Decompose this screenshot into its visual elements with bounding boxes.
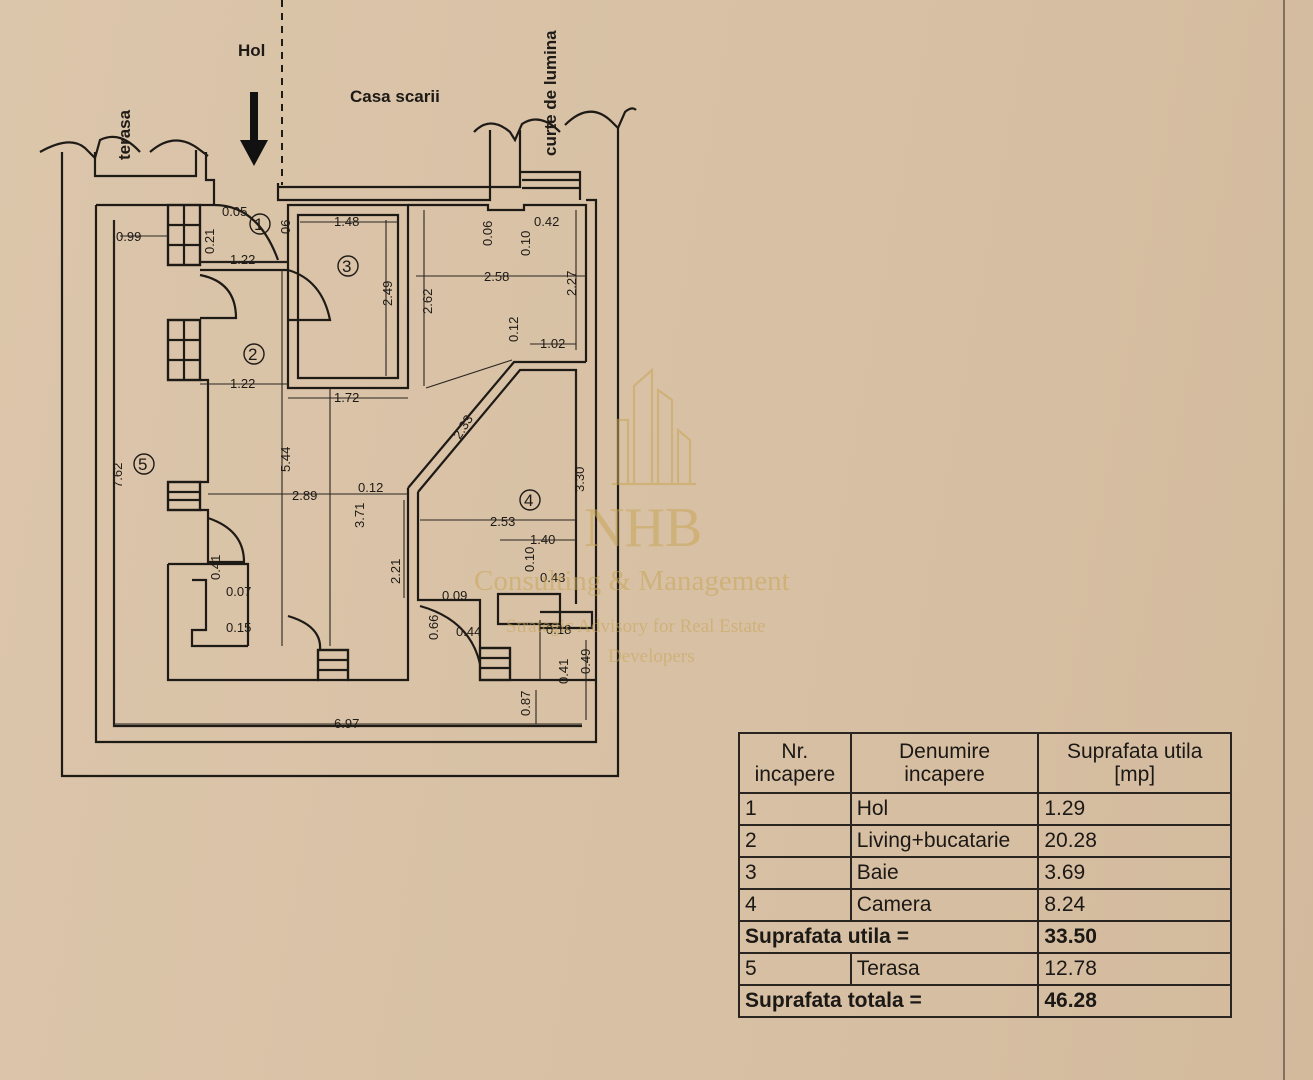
cell-name: Baie — [849, 856, 1040, 890]
dim-text: 0.12 — [506, 317, 521, 342]
dim-text: 0.41 — [208, 555, 223, 580]
cell-nr: 5 — [738, 952, 852, 986]
watermark-subtitle: Consulting & Management — [474, 565, 790, 597]
table-row: 4 Camera 8.24 — [738, 888, 1232, 922]
sheet-border-line — [1283, 0, 1285, 1080]
dim-text: 0.15 — [226, 620, 251, 635]
dim-text: 6.97 — [334, 716, 359, 731]
apartment-outer-wall — [94, 198, 598, 744]
dim-text: 1.22 — [230, 376, 255, 391]
cell-subtotal-label: Suprafata utila = — [737, 920, 1040, 954]
cell-area: 8.24 — [1037, 888, 1232, 922]
cell-area: 1.29 — [1037, 792, 1232, 826]
cell-name: Hol — [849, 792, 1040, 826]
dim-text: 0.07 — [226, 584, 251, 599]
table-header-row: Nr. incapere Denumire incapere Suprafata… — [738, 732, 1232, 794]
dim-text: 0.41 — [556, 659, 571, 684]
nhb-watermark: NHB Consulting & Management Strategic Ad… — [474, 367, 790, 667]
label-terasa: terasa — [115, 109, 134, 160]
dim-text: 5.44 — [278, 447, 293, 472]
dim-text: 0.87 — [518, 691, 533, 716]
building-logo-icon — [612, 367, 696, 486]
header-area: Suprafata utila [mp] — [1037, 732, 1232, 794]
dim-text: 0.18 — [546, 622, 571, 637]
table-row: 1 Hol 1.29 — [738, 792, 1232, 826]
dim-text: 2.53 — [490, 514, 515, 529]
dim-text: 2.27 — [564, 271, 579, 296]
cell-area: 3.69 — [1037, 856, 1232, 890]
room-marker-1: 1 — [254, 215, 263, 234]
dim-text: 2.21 — [388, 559, 403, 584]
dim-text: 0.06 — [480, 221, 495, 246]
table-row-subtotal: Suprafata utila = 33.50 — [737, 920, 1232, 954]
room-marker-2: 2 — [248, 345, 257, 364]
dim-text: 7.62 — [110, 463, 125, 488]
watermark-tagline: Strategic Advisory for Real Estate — [506, 616, 766, 637]
dim-text: 1.02 — [540, 336, 565, 351]
room-area-table: Nr. incapere Denumire incapere Suprafata… — [737, 732, 1232, 1018]
room-marker-3: 3 — [342, 257, 351, 276]
watermark-tagline-2: Developers — [608, 646, 695, 667]
dim-text: 3.30 — [572, 467, 587, 492]
dim-text: 0.10 — [518, 231, 533, 256]
table-row: 3 Baie 3.69 — [738, 856, 1232, 890]
room-marker-4: 4 — [524, 491, 533, 510]
cell-area: 20.28 — [1037, 824, 1232, 858]
table-row-total: Suprafata totala = 46.28 — [737, 984, 1232, 1018]
dim-text: 0.49 — [578, 649, 593, 674]
cell-total-label: Suprafata totala = — [737, 984, 1040, 1018]
dim-text: 0.09 — [442, 588, 467, 603]
cell-nr: 1 — [738, 792, 852, 826]
cell-name: Terasa — [849, 952, 1040, 986]
dim-text: 1.48 — [334, 214, 359, 229]
dim-text: 0.42 — [534, 214, 559, 229]
table-row: 2 Living+bucatarie 20.28 — [738, 824, 1232, 858]
dim-text: 1.72 — [334, 390, 359, 405]
cell-subtotal-area: 33.50 — [1037, 920, 1232, 954]
label-casa-scarii: Casa scarii — [350, 87, 440, 106]
dim-text: 2.58 — [484, 269, 509, 284]
dim-text: 2.62 — [420, 289, 435, 314]
room-marker-5: 5 — [138, 455, 147, 474]
dim-text: 0.12 — [358, 480, 383, 495]
dim-text: 2.49 — [380, 281, 395, 306]
bathroom-wall — [286, 203, 410, 390]
header-name: Denumire incapere — [849, 732, 1040, 794]
dim-text: 0.66 — [426, 615, 441, 640]
cell-nr: 3 — [738, 856, 852, 890]
dim-text: 0.10 — [522, 547, 537, 572]
dim-text: 0.21 — [202, 229, 217, 254]
label-curte-de-lumina: curte de lumina — [541, 30, 560, 156]
label-hol: Hol — [238, 41, 265, 60]
cell-nr: 4 — [738, 888, 852, 922]
dim-text: 0.99 — [116, 229, 141, 244]
dim-text: 3.71 — [352, 503, 367, 528]
watermark-title: NHB — [584, 497, 702, 559]
entrance-arrow-icon — [240, 92, 268, 166]
dim-text: 06 — [278, 220, 293, 234]
cell-total-area: 46.28 — [1037, 984, 1232, 1018]
cell-name: Living+bucatarie — [849, 824, 1040, 858]
header-nr: Nr. incapere — [738, 732, 852, 794]
table-row: 5 Terasa 12.78 — [738, 952, 1232, 986]
cell-name: Camera — [849, 888, 1040, 922]
cell-nr: 2 — [738, 824, 852, 858]
dim-text: 0.05 — [222, 204, 247, 219]
dim-text: 1.22 — [230, 252, 255, 267]
dim-text: 1.40 — [530, 532, 555, 547]
dim-text: 0.44 — [456, 624, 481, 639]
cell-area: 12.78 — [1037, 952, 1232, 986]
dim-text: 0.43 — [540, 570, 565, 585]
dim-text: 2.89 — [292, 488, 317, 503]
